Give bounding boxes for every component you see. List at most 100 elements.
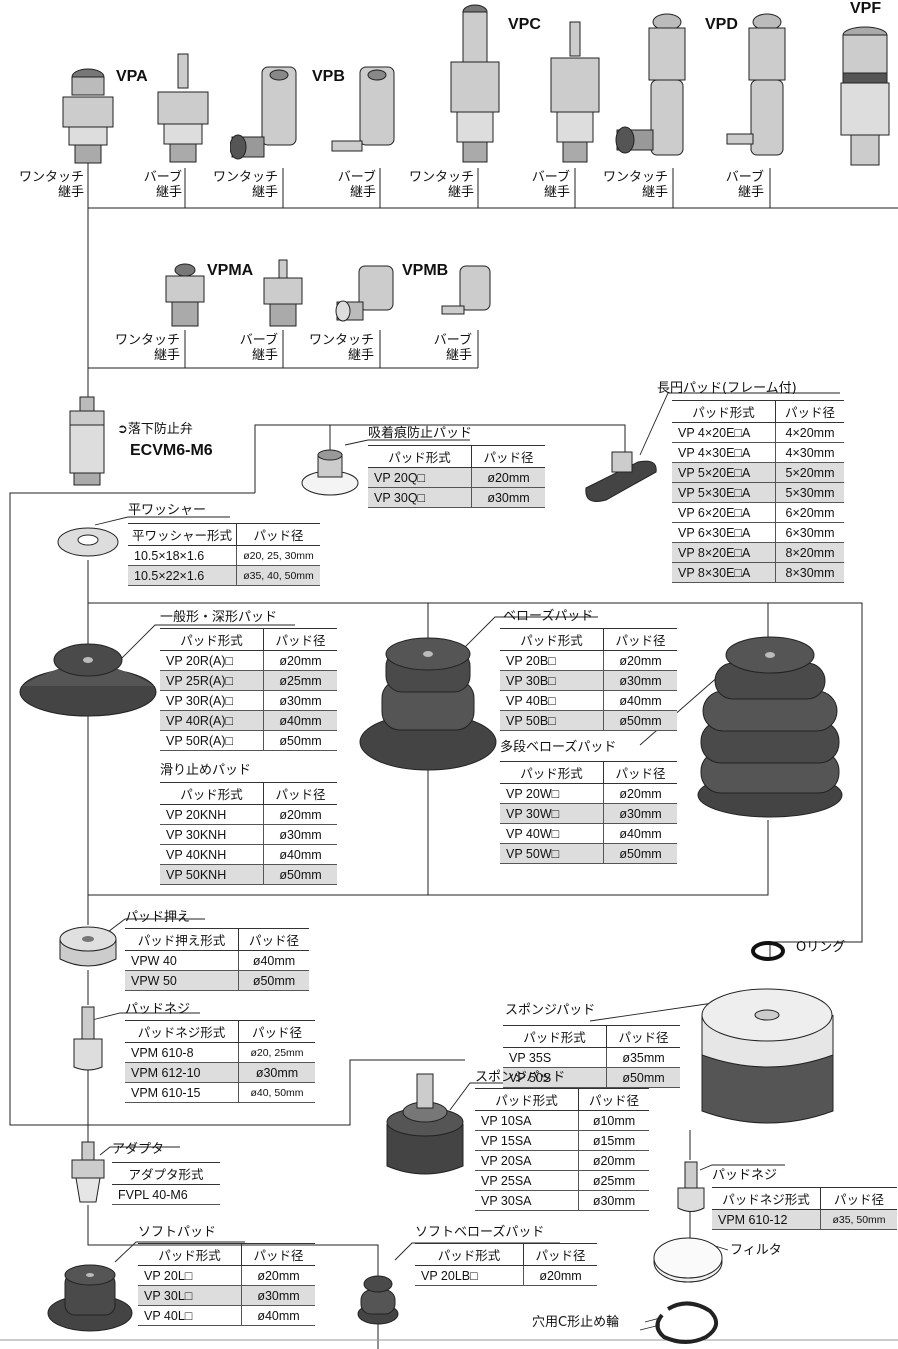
bellows-pad-table: パッド形式パッド径 VP 20B□ø20mm VP 30B□ø30mm VP 4… bbox=[500, 628, 677, 731]
table-cell: 6×20mm bbox=[776, 503, 845, 523]
oval-pad-title: 長円パッド(フレーム付) bbox=[657, 381, 797, 397]
pad-screw-title: パッドネジ bbox=[125, 1002, 190, 1018]
table-cell: VP 25R(A)□ bbox=[160, 671, 264, 691]
bellows-pad-title: ベローズパッド bbox=[503, 609, 593, 625]
table-header: アダプタ形式 bbox=[112, 1163, 220, 1185]
table-cell: ø50mm bbox=[604, 844, 678, 864]
soft-pad-table: パッド形式パッド径 VP 20L□ø20mm VP 30L□ø30mm VP 4… bbox=[138, 1243, 315, 1326]
table-header: パッド形式 bbox=[368, 446, 472, 468]
table-cell: ø35, 50mm bbox=[821, 1210, 898, 1230]
table-header: パッド形式 bbox=[500, 762, 604, 784]
mark-prevention-title: 吸着痕防止パッド bbox=[368, 426, 472, 442]
soft-bellows-table: パッド形式パッド径 VP 20LB□ø20mm bbox=[415, 1243, 597, 1286]
model-vpma: VPMA bbox=[207, 262, 253, 280]
table-header: パッド径 bbox=[524, 1244, 598, 1266]
fitting-label-2: バーブ継手 bbox=[100, 170, 182, 200]
table-header: パッド径 bbox=[604, 629, 678, 651]
fitting-label-6: バーブ継手 bbox=[488, 170, 570, 200]
table-cell: ø30mm bbox=[239, 1063, 316, 1083]
table-cell: VP 20LB□ bbox=[415, 1266, 524, 1286]
table-row: VP 8×20E□A8×20mm bbox=[672, 543, 844, 563]
table-cell: ø40mm bbox=[239, 951, 310, 971]
washer-title: 平ワッシャー bbox=[128, 503, 206, 519]
mark-prevention-table: パッド形式パッド径 VP 20Q□ø20mm VP 30Q□ø30mm bbox=[368, 445, 545, 508]
table-cell: VP 30KNH bbox=[160, 825, 264, 845]
vpf-fitting-icon bbox=[835, 25, 895, 170]
filter-icon bbox=[652, 1232, 724, 1286]
table-cell: VP 5×20E□A bbox=[672, 463, 776, 483]
washer-table: 平ワッシャー形式パッド径 10.5×18×1.6ø20, 25, 30mm 10… bbox=[128, 523, 320, 586]
table-row: VP 6×30E□A6×30mm bbox=[672, 523, 844, 543]
table-cell: VP 50W□ bbox=[500, 844, 604, 864]
table-cell: 8×20mm bbox=[776, 543, 845, 563]
table-header: パッド形式 bbox=[160, 629, 264, 651]
multi-bellows-pad-icon bbox=[695, 625, 845, 820]
table-row: VPM 610-15ø40, 50mm bbox=[125, 1083, 315, 1103]
table-cell: ø30mm bbox=[264, 691, 338, 711]
vpma-one-touch-fitting-icon bbox=[160, 262, 210, 330]
table-cell: VP 20B□ bbox=[500, 651, 604, 671]
table-row: VPW 40ø40mm bbox=[125, 951, 309, 971]
table-cell: ø20, 25mm bbox=[239, 1043, 316, 1063]
table-cell: VP 4×30E□A bbox=[672, 443, 776, 463]
table-header: パッド径 bbox=[264, 783, 338, 805]
table-row: VP 20B□ø20mm bbox=[500, 651, 677, 671]
table-header: パッド径 bbox=[239, 1021, 316, 1043]
table-header: パッドネジ形式 bbox=[712, 1188, 821, 1210]
table-cell: VP 5×30E□A bbox=[672, 483, 776, 503]
table-row: VP 30B□ø30mm bbox=[500, 671, 677, 691]
o-ring-icon bbox=[750, 940, 788, 962]
table-cell: VP 4×20E□A bbox=[672, 423, 776, 443]
c-ring-label: 穴用C形止め輪 bbox=[532, 1315, 619, 1331]
table-cell: ø20mm bbox=[604, 651, 678, 671]
vpa-barb-fitting-icon bbox=[150, 52, 216, 167]
table-row: VP 20R(A)□ø20mm bbox=[160, 651, 337, 671]
table-cell: ø40mm bbox=[242, 1306, 316, 1326]
arrow-circle-icon: ➲ bbox=[117, 422, 128, 437]
table-header: パッド径 bbox=[579, 1089, 650, 1111]
table-cell: ø20mm bbox=[524, 1266, 598, 1286]
fitting-label-1: ワンタッチ継手 bbox=[2, 170, 84, 200]
table-cell: ø20, 25, 30mm bbox=[237, 546, 321, 566]
table-cell: 8×30mm bbox=[776, 563, 845, 583]
table-cell: VP 40B□ bbox=[500, 691, 604, 711]
table-cell: ø50mm bbox=[239, 971, 310, 991]
fitting-label-5: ワンタッチ継手 bbox=[392, 170, 474, 200]
table-cell: VP 40KNH bbox=[160, 845, 264, 865]
sponge-pad-large-icon bbox=[700, 985, 835, 1133]
table-cell: VP 35S bbox=[503, 1048, 607, 1068]
pad-screw-icon bbox=[72, 1005, 104, 1073]
table-cell: VP 30SA bbox=[475, 1191, 579, 1211]
table-cell: 5×30mm bbox=[776, 483, 845, 503]
table-cell: VP 50KNH bbox=[160, 865, 264, 885]
pad-holder-title: パッド押え bbox=[125, 910, 190, 926]
table-row: VP 40W□ø40mm bbox=[500, 824, 677, 844]
general-pad-icon bbox=[18, 620, 158, 718]
vpmb-one-touch-fitting-icon bbox=[335, 262, 400, 332]
table-cell: ø40mm bbox=[264, 845, 338, 865]
table-cell: ø20mm bbox=[472, 468, 546, 488]
vpc-one-touch-fitting-icon bbox=[445, 2, 505, 167]
table-cell: ø30mm bbox=[604, 804, 678, 824]
pad-screw-2-title: パッドネジ bbox=[712, 1168, 777, 1184]
table-cell: VP 20KNH bbox=[160, 805, 264, 825]
soft-pad-title: ソフトパッド bbox=[138, 1225, 216, 1241]
oval-pad-icon bbox=[582, 448, 662, 506]
flat-washer-icon bbox=[55, 520, 121, 560]
table-header: パッド径 bbox=[607, 1026, 681, 1048]
pad-screw-2-table: パッドネジ形式パッド径 VPM 610-12ø35, 50mm bbox=[712, 1187, 897, 1230]
table-cell: ø10mm bbox=[579, 1111, 650, 1131]
model-vpc: VPC bbox=[508, 16, 541, 34]
fitting-label-4: バーブ継手 bbox=[294, 170, 376, 200]
vpb-one-touch-fitting-icon bbox=[230, 65, 305, 165]
table-row: VP 50B□ø50mm bbox=[500, 711, 677, 731]
oval-pad-table: パッド形式パッド径 VP 4×20E□A4×20mm VP 4×30E□A4×3… bbox=[672, 400, 844, 583]
